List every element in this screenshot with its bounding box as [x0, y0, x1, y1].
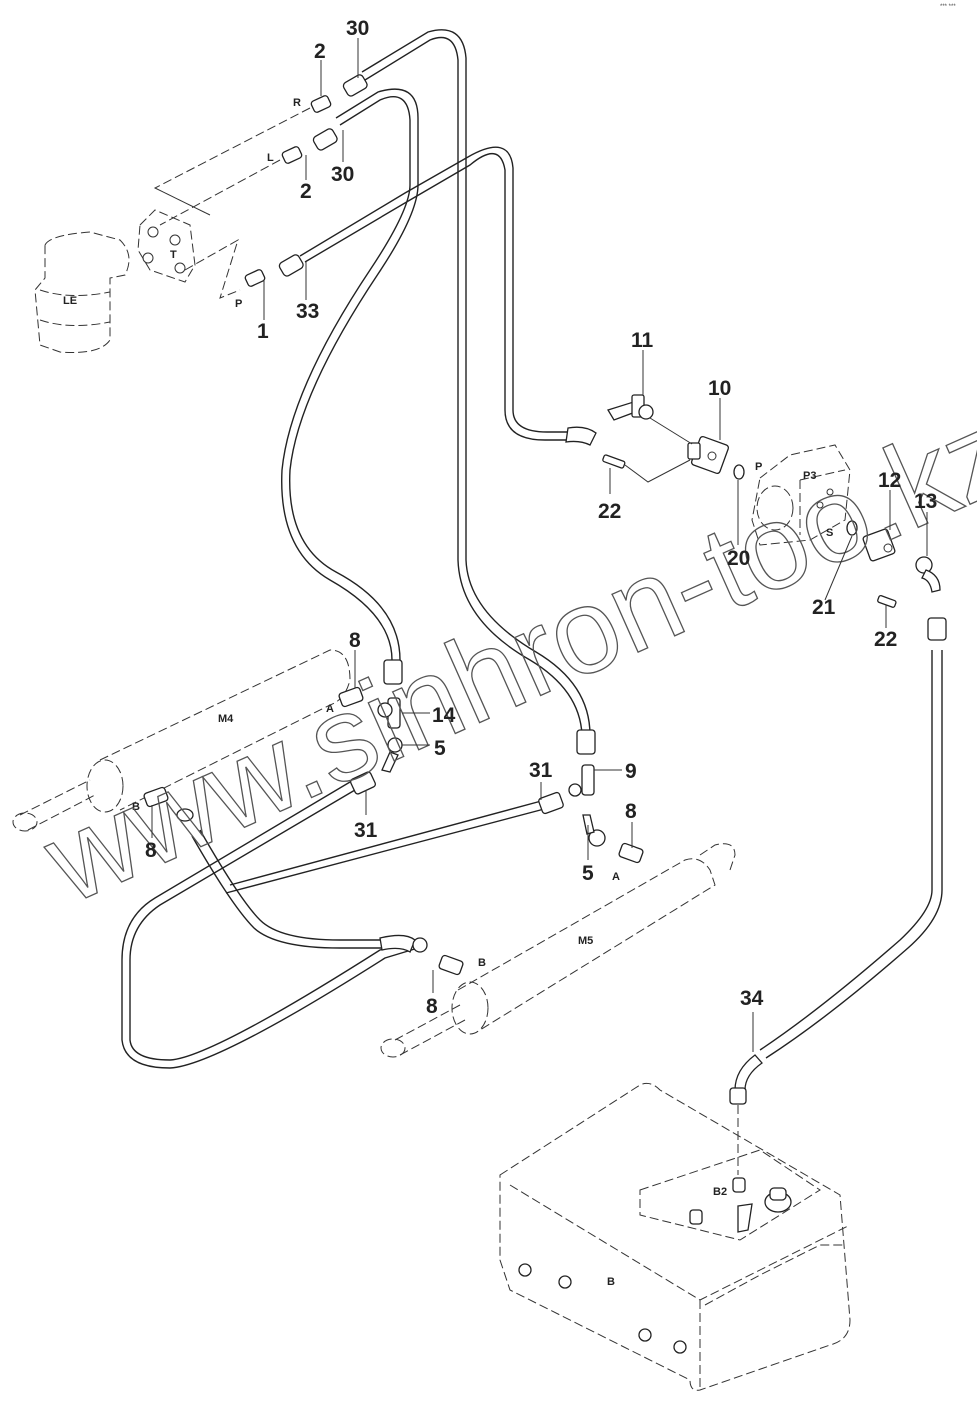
svg-text:B: B: [607, 1276, 615, 1288]
callout-2: 2: [314, 40, 326, 63]
fitting-1-p: P: [235, 269, 266, 310]
hose-nut-m4-b: [176, 808, 194, 822]
callout-31: 31: [354, 819, 378, 842]
pump-p3: P3 S: [751, 444, 851, 546]
callout-11: 11: [631, 329, 654, 352]
tee-fitting-9: [568, 764, 595, 797]
tee-fitting-14: [377, 697, 401, 729]
callout-30: 30: [346, 17, 369, 40]
callout-12: 12: [878, 469, 901, 492]
banjo-5-left: [381, 737, 403, 773]
flange-10: [687, 435, 730, 475]
hose-nut-top-m4: [383, 659, 403, 685]
fitting-8-m4-a: [338, 686, 364, 708]
hose-33: [299, 146, 572, 441]
callout-20: 20: [727, 547, 750, 570]
callout-21: 21: [812, 596, 836, 619]
fitting-8-m5-a: [618, 842, 644, 864]
hose-31-right: [225, 799, 549, 894]
svg-text:P: P: [755, 461, 762, 473]
watermark-text: www.sinhron-too.kz: [25, 383, 977, 929]
flange-12: [862, 528, 896, 562]
svg-text:LE: LE: [63, 295, 77, 307]
o-ring-21: [846, 520, 858, 536]
svg-text:P: P: [235, 298, 242, 310]
callout-13: 13: [914, 490, 937, 513]
svg-text:P3: P3: [803, 470, 816, 482]
hose-nut-33: [278, 254, 304, 277]
cylinder-m4: M4 A B: [12, 649, 351, 832]
fitting-2-r: R: [293, 95, 332, 113]
tank-b: B B2: [499, 1082, 851, 1391]
callout-5: 5: [582, 862, 594, 885]
svg-text:T: T: [170, 249, 177, 261]
svg-text:M4: M4: [218, 713, 234, 725]
hose-34-nut-top: [927, 617, 947, 641]
callout-22: 22: [598, 500, 621, 523]
o-ring-20: [733, 464, 745, 480]
hose-30-outer: [361, 29, 591, 736]
bolt-22-right: [877, 595, 897, 608]
hose-nut-30-top: [342, 74, 368, 97]
valve-le: LE: [34, 231, 130, 353]
callout-8: 8: [426, 995, 438, 1018]
callout-9: 9: [625, 760, 637, 783]
hose-31-main: [121, 781, 419, 1069]
hose-elbow-m5-b: [379, 934, 428, 953]
hose-30-inner: [281, 88, 419, 661]
svg-text:M5: M5: [578, 935, 593, 947]
bolt-22-left: [602, 454, 626, 469]
callout-22: 22: [874, 628, 897, 651]
callout-34: 34: [740, 987, 764, 1010]
banjo-5-right: [582, 814, 606, 847]
hose-nut-31-right: [538, 791, 564, 815]
tee-fitting-11: [607, 394, 654, 421]
svg-text:R: R: [293, 97, 301, 109]
corner-mark: *** ***: [940, 4, 956, 10]
svg-text:A: A: [326, 703, 334, 715]
valve-plate-t: T: [137, 209, 196, 283]
callout-5: 5: [434, 737, 446, 760]
svg-text:B2: B2: [713, 1186, 727, 1198]
callout-1: 1: [257, 320, 269, 343]
svg-text:S: S: [826, 527, 833, 539]
hose-31-left: [191, 829, 405, 949]
fitting-2-l: L: [267, 146, 303, 164]
hose-nut-30-lower: [312, 128, 338, 151]
svg-text:B: B: [478, 957, 486, 969]
callout-30: 30: [331, 163, 354, 186]
svg-text:L: L: [267, 152, 274, 164]
hose-34: [759, 650, 943, 1059]
svg-text:A: A: [612, 871, 620, 883]
elbow-34: [729, 1054, 763, 1105]
leader-lines: [151, 38, 928, 1052]
callout-10: 10: [708, 377, 731, 400]
hose-elbow-11: [565, 426, 597, 446]
elbow-13: [915, 556, 941, 593]
tank-strainer: [737, 1203, 753, 1233]
fitting-8-m4-b: [143, 786, 169, 808]
callout-2: 2: [300, 180, 312, 203]
callout-8: 8: [145, 839, 157, 862]
callout-8: 8: [349, 629, 361, 652]
tank-fitting-b2: [732, 1177, 746, 1193]
callout-31: 31: [529, 759, 553, 782]
fitting-8-m5-b: [438, 954, 464, 976]
callouts: 30 2 2 30 1 33 11 10 22 20 12 13 21 22 8…: [145, 17, 937, 1018]
cylinder-m5: M5 A B: [380, 843, 736, 1058]
callout-33: 33: [296, 300, 319, 323]
svg-text:B: B: [132, 801, 140, 813]
hose-nut-top-m5: [576, 729, 596, 755]
callout-8: 8: [625, 800, 637, 823]
tank-side-fittings: [518, 1263, 687, 1354]
tank-fitting-top: [689, 1209, 703, 1225]
callout-14: 14: [432, 704, 456, 727]
tank-filler-cap: [764, 1187, 792, 1213]
